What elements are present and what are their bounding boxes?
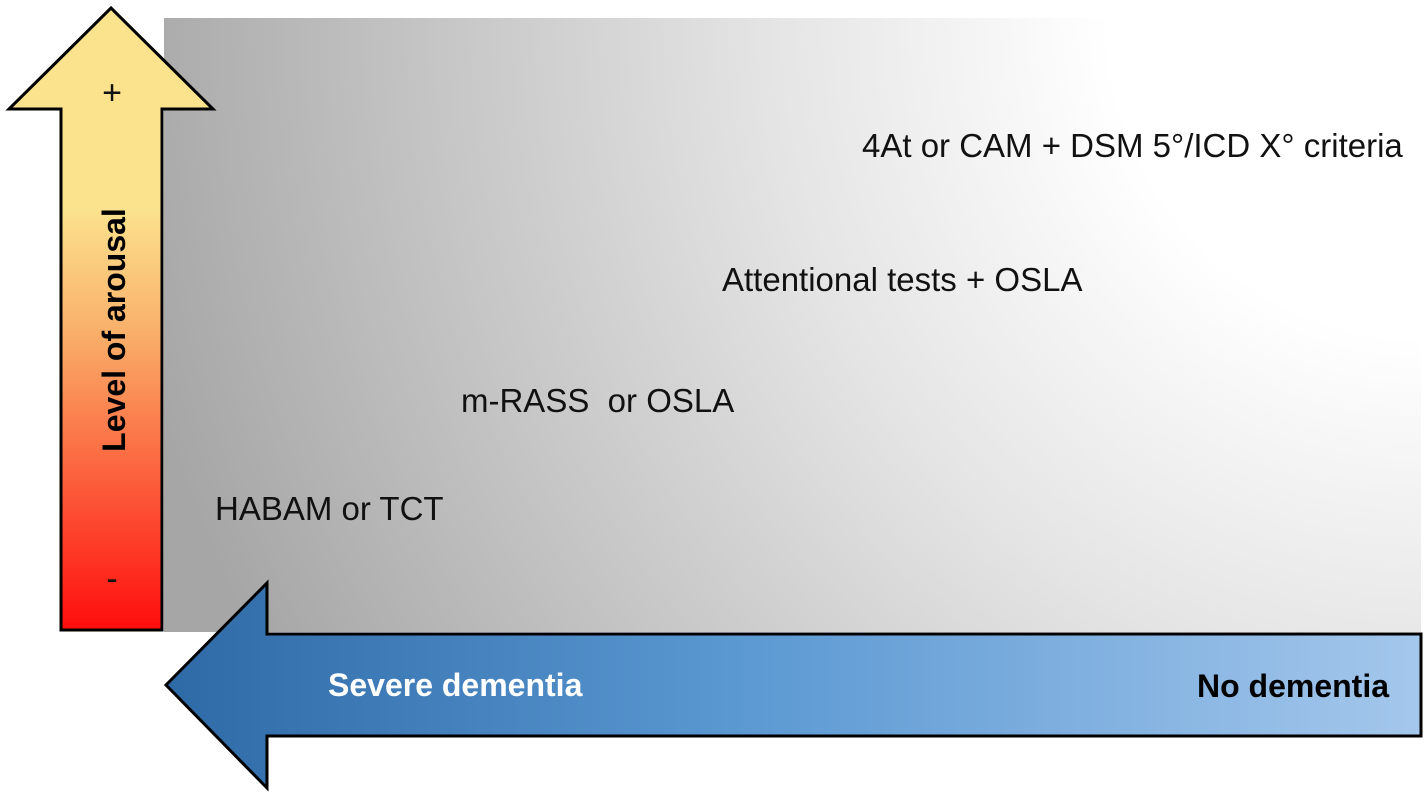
- tool-label-4at-cam: 4At or CAM + DSM 5°/ICD X° criteria: [862, 127, 1403, 164]
- tool-label-attentional-tests: Attentional tests + OSLA: [722, 261, 1082, 298]
- tool-label-habam: HABAM or TCT: [215, 490, 444, 527]
- arousal-arrow: [5, 5, 217, 632]
- dementia-arrow: [163, 579, 1423, 792]
- tool-label-mrass: m-RASS or OSLA: [461, 382, 734, 419]
- arousal-minus-sign: -: [106, 560, 117, 598]
- no-dementia-label: No dementia: [1197, 668, 1389, 704]
- severe-dementia-label: Severe dementia: [328, 667, 583, 703]
- arousal-axis-label: Level of arousal: [96, 208, 132, 452]
- background-gradient-area: [164, 18, 1421, 632]
- arousal-plus-sign: +: [102, 74, 122, 112]
